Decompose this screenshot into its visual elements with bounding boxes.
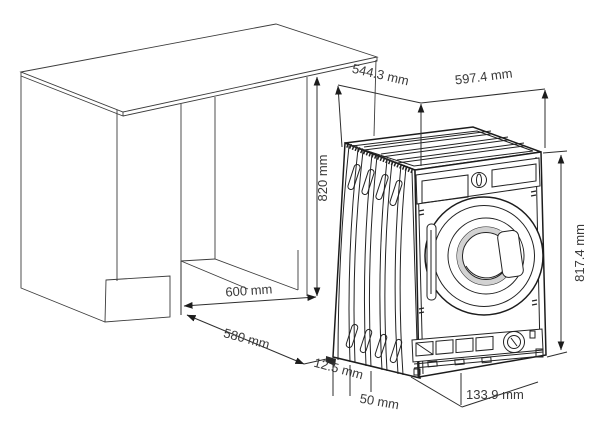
door-hinge-panel	[497, 229, 524, 278]
front-right-foot	[535, 348, 544, 358]
screw-mark	[531, 299, 538, 306]
cabinet-top-face	[19, 23, 379, 113]
kick-plate-clip	[529, 330, 536, 339]
base-feet	[427, 356, 492, 368]
dim-niche-width-label: 600 mm	[225, 281, 273, 299]
dim-plinth-height: 133.9 mm	[410, 373, 539, 408]
screw-mark	[418, 209, 425, 216]
cabinet-top-edge	[20, 57, 378, 117]
screw-marks	[418, 190, 538, 314]
machine-side-slots-bottom	[345, 323, 403, 364]
cabinet-niche-left-edges	[116, 97, 216, 281]
pump-filter-cap-inner	[507, 335, 521, 349]
detergent-drawer-right-panel	[491, 163, 537, 188]
screw-mark	[418, 307, 425, 314]
cabinet	[19, 23, 379, 323]
dim-plinth-height-label: 133.9 mm	[466, 387, 524, 402]
drawer-knob	[471, 172, 487, 188]
dim-niche-width: 600 mm	[180, 261, 317, 315]
detergent-drawer-left-panel	[421, 174, 469, 204]
dim-niche-depth: 580 mm	[186, 314, 332, 365]
cabinet-niche-floor	[180, 250, 299, 291]
kick-plate-openings	[415, 335, 494, 357]
door-drum-arc	[465, 265, 505, 279]
machine-top-inner-frame	[351, 130, 534, 167]
cabinet-left-side	[20, 76, 106, 323]
pump-filter-slot	[510, 337, 518, 347]
washing-machine	[326, 126, 547, 379]
pump-filter-cap	[503, 331, 525, 353]
dim-plinth-recess: 50 mm	[332, 361, 401, 413]
dim-plinth-recess-label: 50 mm	[359, 391, 401, 413]
front-left-foot	[413, 368, 421, 376]
dim-niche-height: 820 mm	[313, 76, 330, 297]
cabinet-corner-extension	[373, 59, 377, 137]
dim-top-width-label: 597.4 mm	[454, 66, 513, 88]
dim-top-depth-label: 544.3 mm	[351, 61, 411, 89]
dim-machine-height-label: 817.4 mm	[572, 224, 587, 282]
cabinet-plinth	[104, 275, 171, 323]
machine-side-ribs	[337, 145, 419, 378]
machine-top-slats	[363, 130, 525, 164]
dim-niche-height-label: 820 mm	[315, 155, 330, 202]
dim-top-width: 597.4 mm	[420, 66, 549, 148]
dim-machine-height: 817.4 mm	[542, 150, 587, 358]
screw-mark	[530, 190, 537, 197]
drawer-knob-slot	[476, 173, 482, 187]
dim-niche-depth-label: 580 mm	[222, 325, 271, 352]
machine-side-slots-top	[347, 163, 403, 207]
